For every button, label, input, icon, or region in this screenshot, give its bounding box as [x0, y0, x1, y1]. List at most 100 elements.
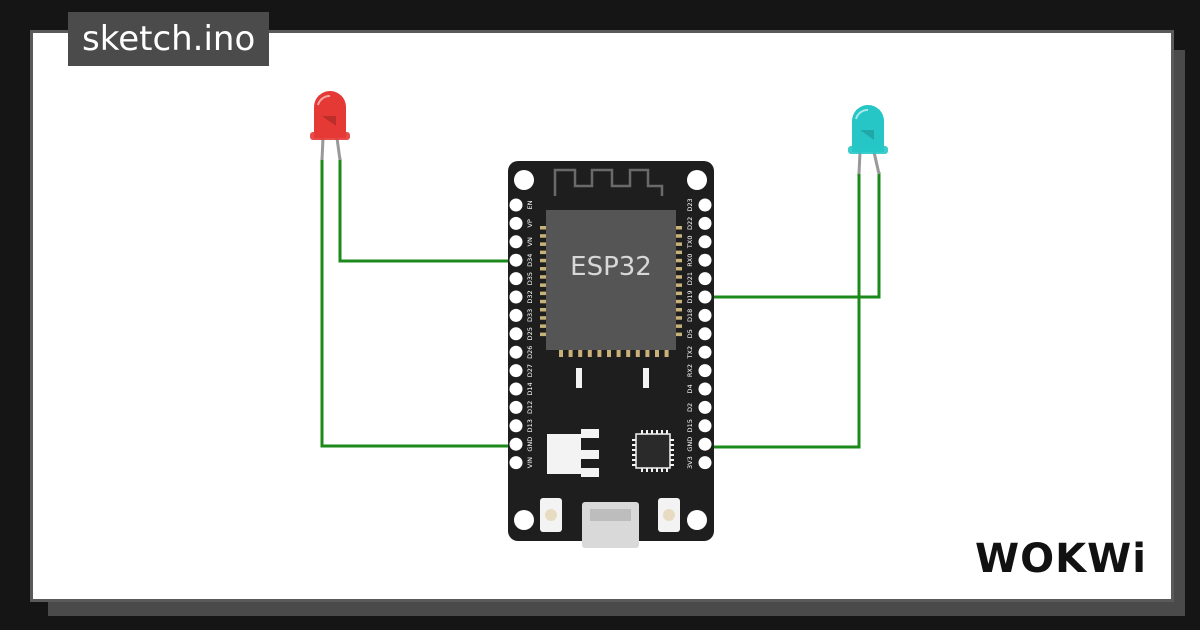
pin-hole-d19[interactable] [698, 290, 712, 304]
pin-hole-d13[interactable] [509, 419, 523, 433]
pin-label-en: EN [526, 200, 534, 209]
chip-pad [540, 316, 547, 320]
chip-pin [670, 439, 674, 441]
chip-pad [645, 349, 650, 357]
pin-hole-d34[interactable] [509, 253, 523, 267]
chip-pad [578, 349, 583, 357]
chip-pin [666, 430, 668, 434]
chip-pad [675, 283, 682, 287]
pin-hole-d15[interactable] [698, 419, 712, 433]
sketch-title: sketch.ino [68, 12, 270, 66]
chip-pad [675, 267, 682, 271]
pin-hole-d2[interactable] [698, 400, 712, 414]
chip-pin [670, 459, 674, 461]
pin-label-d25: D25 [526, 327, 534, 340]
chip-pin [656, 468, 658, 472]
pin-label-d33: D33 [526, 309, 534, 322]
pin-label-rx2: RX2 [686, 364, 694, 377]
chip-pin [632, 449, 636, 451]
cyan-led-body [852, 105, 884, 152]
pin-hole-gnd[interactable] [698, 437, 712, 451]
chip-pin [670, 464, 674, 466]
pin-label-tx2: TX2 [686, 346, 694, 360]
mounting-hole [514, 170, 534, 190]
pin-label-d27: D27 [526, 364, 534, 377]
wokwi-logo: WOKWi [975, 536, 1147, 582]
pin-label-tx0: TX0 [686, 236, 694, 250]
chip-pad [675, 258, 682, 263]
chip-pin [666, 468, 668, 472]
pin-hole-d14[interactable] [509, 382, 523, 396]
pin-hole-d26[interactable] [509, 345, 523, 359]
red-led-rim [310, 132, 350, 140]
chip-pad [675, 250, 682, 255]
chip-pad [540, 250, 547, 255]
boot-button[interactable] [658, 498, 680, 532]
usb-serial-chip [632, 430, 674, 472]
pin-hole-d32[interactable] [509, 290, 523, 304]
pin-hole-d12[interactable] [509, 400, 523, 414]
pin-label-rx0: RX0 [686, 254, 694, 267]
pin-hole-rx0[interactable] [698, 253, 712, 267]
chip-pad [597, 349, 602, 357]
chip-pad [540, 275, 547, 279]
wire-cyan-anode-d19[interactable] [705, 172, 881, 299]
pin-hole-vp[interactable] [509, 216, 523, 230]
pin-label-d13: D13 [526, 419, 534, 432]
micro-usb-port[interactable] [582, 502, 639, 548]
chip-pad [540, 226, 547, 230]
chip-pad [675, 332, 682, 337]
pin-hole-d35[interactable] [509, 272, 523, 286]
pin-hole-tx0[interactable] [698, 235, 712, 249]
en-button[interactable] [540, 498, 562, 532]
pin-label-d32: D32 [526, 290, 534, 303]
pin-hole-d33[interactable] [509, 308, 523, 322]
wire-cyan-cathode-gnd[interactable] [705, 172, 861, 449]
left-pin-header: ENVPVND34D35D32D33D25D26D27D14D12D13GNDV… [509, 198, 534, 470]
chip-pin [670, 444, 674, 446]
chip-pin [670, 454, 674, 456]
pin-label-d35: D35 [526, 272, 534, 285]
pin-hole-rx2[interactable] [698, 364, 712, 378]
chip-pin [641, 468, 643, 472]
esp32-chip [546, 210, 676, 350]
pin-hole-tx2[interactable] [698, 345, 712, 359]
pin-hole-d4[interactable] [698, 382, 712, 396]
chip-pin [646, 430, 648, 434]
chip-pad [675, 291, 682, 296]
chip-pad [655, 349, 659, 357]
smd-component [576, 368, 582, 388]
pin-hole-vin[interactable] [509, 456, 523, 470]
wire-red-anode-d34[interactable] [338, 158, 515, 263]
mounting-hole [514, 510, 534, 530]
pin-hole-d22[interactable] [698, 216, 712, 230]
chip-pin [632, 454, 636, 456]
pin-hole-d27[interactable] [509, 364, 523, 378]
pin-label-vp: VP [526, 219, 534, 227]
pin-label-d19: D19 [686, 290, 694, 303]
pin-label-d18: D18 [686, 309, 694, 322]
pin-hole-d18[interactable] [698, 308, 712, 322]
cyan-led[interactable] [848, 105, 888, 175]
pin-hole-3v3[interactable] [698, 456, 712, 470]
red-led[interactable] [310, 91, 350, 161]
mounting-hole [687, 170, 707, 190]
pin-hole-d21[interactable] [698, 272, 712, 286]
wire-red-cathode-gnd[interactable] [320, 158, 515, 448]
pin-hole-en[interactable] [509, 198, 523, 212]
pin-label-d2: D2 [686, 403, 694, 412]
pin-hole-vn[interactable] [509, 235, 523, 249]
pin-hole-gnd[interactable] [509, 437, 523, 451]
chip-pin [661, 430, 663, 434]
pin-hole-d5[interactable] [698, 327, 712, 341]
chip-pad [664, 349, 669, 357]
chip-pad [626, 349, 631, 357]
pin-hole-d25[interactable] [509, 327, 523, 341]
chip-pad [568, 349, 573, 357]
cyan-led-rim [848, 146, 888, 154]
pin-label-gnd: GND [526, 437, 534, 452]
chip-pad [675, 234, 682, 238]
pin-hole-d23[interactable] [698, 198, 712, 212]
chip-pad [675, 316, 682, 320]
